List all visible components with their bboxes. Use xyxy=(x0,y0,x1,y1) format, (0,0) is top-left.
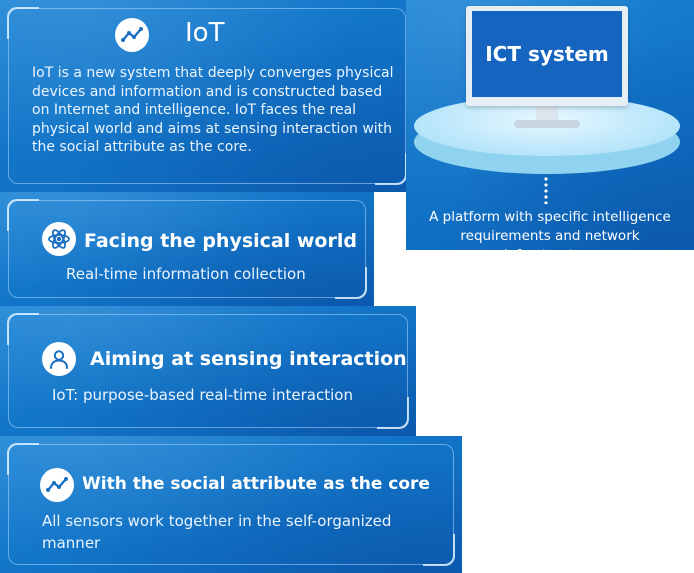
monitor-icon: ICT system xyxy=(466,6,628,106)
trend-line-icon xyxy=(115,18,149,52)
monitor-screen: ICT system xyxy=(472,11,622,97)
card-social-attribute: With the social attribute as the core Al… xyxy=(0,436,462,573)
monitor-stand-base xyxy=(514,120,580,128)
monitor-stand xyxy=(536,106,558,122)
ict-caption: A platform with specific intelligence re… xyxy=(429,209,671,250)
card-title: Facing the physical world xyxy=(84,230,357,252)
card-text: Real-time information collection xyxy=(66,265,306,283)
card-title: With the social attribute as the core xyxy=(82,474,430,494)
iot-description: IoT is a new system that deeply converge… xyxy=(32,65,394,155)
card-sensing-interaction: Aiming at sensing interaction IoT: purpo… xyxy=(0,306,416,436)
ict-screen-label: ICT system xyxy=(485,42,609,66)
card-title: Aiming at sensing interaction xyxy=(90,348,407,370)
card-text: IoT: purpose-based real-time interaction xyxy=(52,386,353,404)
card-physical-world: Facing the physical world Real-time info… xyxy=(0,192,374,306)
ict-system-panel: ICT system A platform with specific inte… xyxy=(406,0,694,250)
trend-line-icon xyxy=(40,468,74,502)
dotted-connector xyxy=(544,176,548,204)
card-text: All sensors work together in the self-or… xyxy=(42,512,392,552)
person-icon xyxy=(42,342,76,376)
iot-panel: IoT IoT is a new system that deeply conv… xyxy=(0,0,414,192)
atom-icon xyxy=(42,222,76,256)
iot-title: IoT xyxy=(185,18,225,48)
